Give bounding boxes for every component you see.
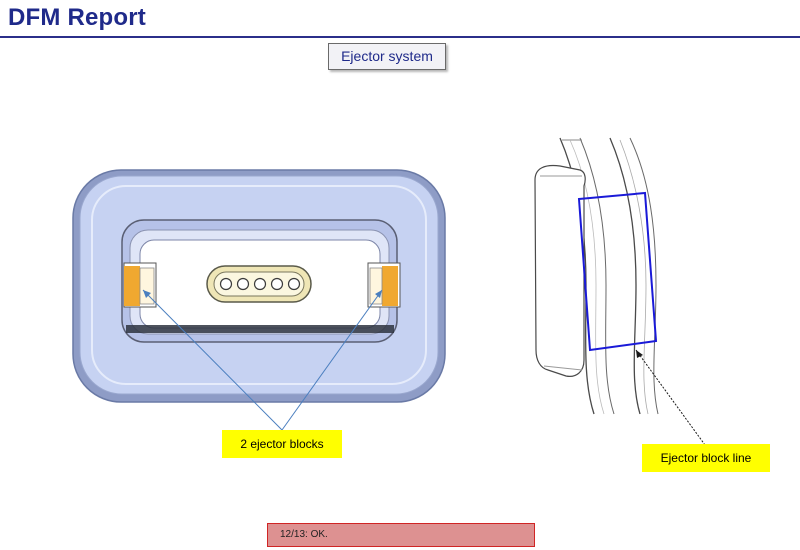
callout-ejector-block-line: Ejector block line: [642, 444, 770, 472]
ejector-block-right: [367, 262, 401, 308]
leader-lines-left: [142, 289, 383, 431]
ejector-block-outline: [577, 191, 658, 352]
leader-arrow-right: [375, 290, 382, 298]
leader-arrow-left: [143, 290, 151, 298]
section-label: Ejector system: [328, 43, 446, 70]
part-top-view: [72, 169, 446, 403]
ejector-block-left: [123, 262, 157, 308]
title-divider: [0, 36, 800, 38]
page-title: DFM Report: [8, 4, 146, 31]
part-section-view: [534, 137, 659, 415]
callout-ejector-blocks: 2 ejector blocks: [222, 430, 342, 458]
status-bar: 12/13: OK.: [267, 523, 535, 547]
leader-line-right: [635, 349, 706, 446]
